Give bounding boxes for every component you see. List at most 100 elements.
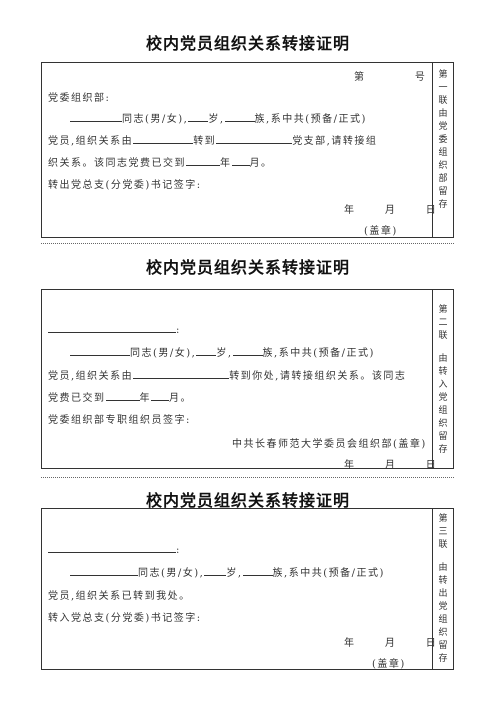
section1-title: 校内党员组织关系转接证明 [145, 34, 350, 53]
section2-line1: 同志(男/女), 岁, 族,系中共(预备/正式) [70, 344, 375, 359]
section3-title: 校内党员组织关系转接证明 [145, 491, 350, 510]
stub-di: 第 [438, 514, 448, 524]
name-field[interactable] [70, 110, 122, 122]
sign-label: 转出党总支(分党委)书记签字: [48, 180, 202, 191]
org-name-text: 中共长春师范大学委员会组织部(盖章) [232, 439, 427, 450]
section2-sign: 党委组织部专职组织员签字: [48, 411, 191, 426]
age-field[interactable] [188, 110, 209, 122]
section1-stub: 第 一 联 由党委组织部留存 [432, 63, 453, 237]
tongzhi-text: 同志(男/女), [138, 568, 205, 579]
dues-year-field[interactable] [186, 154, 220, 166]
section2-title: 校内党员组织关系转接证明 [145, 258, 350, 277]
section1-date: 年 月 日 [344, 201, 437, 216]
date-day: 日 [425, 460, 438, 471]
stub-lian: 联 [438, 96, 448, 106]
date-month: 月 [384, 205, 397, 216]
name-field[interactable] [70, 564, 138, 576]
section1-number-line: 第 号 [354, 68, 426, 83]
stub-lian: 联 [438, 540, 448, 550]
section3-stub: 第 三 联 由转出党组织留存 [432, 509, 453, 669]
section3-line2: 党员,组织关系已转到我处。 [48, 587, 191, 602]
sign-label: 党委组织部专职组织员签字: [48, 415, 191, 426]
addressee-field[interactable] [48, 541, 176, 553]
from-org-field[interactable] [133, 367, 230, 379]
yue-text: 月。 [249, 158, 273, 169]
zhuandao-text: 转到 [193, 136, 217, 147]
stub-number: 二 [438, 318, 448, 328]
stub-number: 三 [438, 527, 448, 537]
section3-date: 年 月 日 [344, 634, 437, 649]
addressee-text: 党委组织部: [48, 93, 111, 104]
section1-sign: 转出党总支(分党委)书记签字: [48, 176, 202, 191]
party-status-text: 族,系中共(预备/正式) [262, 348, 375, 359]
party-status-text: 族,系中共(预备/正式) [272, 568, 385, 579]
section2-date: 年 月 日 [344, 456, 437, 471]
branch-text: 党支部,请转接组 [292, 136, 378, 147]
section2-line3: 党费已交到年月。 [48, 389, 192, 404]
section3-seal: (盖章) [372, 655, 406, 670]
section1-addressee: 党委组织部: [48, 89, 110, 104]
section3-sign: 转入党总支(分党委)书记签字: [48, 609, 202, 624]
sui-text: 岁, [216, 348, 233, 359]
stub-di: 第 [438, 70, 448, 80]
ethnicity-field[interactable] [232, 344, 263, 356]
age-field[interactable] [196, 344, 217, 356]
stub-keeper: 由转出党组织留存 [438, 563, 448, 664]
date-year: 年 [344, 460, 356, 471]
stub-lian: 联 [438, 331, 448, 341]
date-day: 日 [425, 638, 438, 649]
section1-body: 第 号 党委组织部: 同志(男/女), 岁, 族,系中共(预备/正式) 党员,组织关… [42, 63, 437, 237]
section1-line2: 党员,组织关系由 转到 党支部,请转接组 [48, 132, 377, 147]
nian-text: 年 [220, 158, 232, 169]
relation-from-text: 党员,组织关系由 [48, 136, 134, 147]
sui-text: 岁, [208, 114, 225, 125]
tongzhi-text: 同志(男/女), [130, 348, 197, 359]
section2-form: : 同志(男/女), 岁, 族,系中共(预备/正式) 党员,组织关系由 转到你处,请转… [41, 289, 454, 471]
number-di: 第 [354, 72, 366, 83]
date-month: 月 [384, 638, 397, 649]
ethnicity-field[interactable] [242, 564, 273, 576]
dues-month-field[interactable] [231, 154, 250, 166]
ethnicity-field[interactable] [224, 110, 255, 122]
date-month: 月 [384, 460, 397, 471]
colon-text: : [176, 325, 181, 336]
seal-text: (盖章) [372, 659, 406, 670]
dues-text: 织关系。该同志党费已交到 [48, 158, 186, 169]
colon-text: : [176, 545, 181, 556]
section2-body: : 同志(男/女), 岁, 族,系中共(预备/正式) 党员,组织关系由 转到你处,请转… [42, 290, 437, 471]
dues-year-field[interactable] [105, 389, 140, 401]
seal-text: (盖章) [364, 226, 398, 237]
transferred-text: 党员,组织关系已转到我处。 [48, 591, 191, 602]
section1-seal: (盖章) [364, 222, 398, 237]
tongzhi-text: 同志(男/女), [122, 114, 189, 125]
yue-text: 月。 [169, 393, 192, 404]
party-status-text: 族,系中共(预备/正式) [254, 114, 367, 125]
from-org-field[interactable] [133, 132, 194, 144]
transfer-text: 转到你处,请转接组织关系。该同志 [229, 371, 407, 382]
section2-cut-line [41, 477, 454, 478]
date-year: 年 [344, 638, 356, 649]
section1-form: 第 号 党委组织部: 同志(男/女), 岁, 族,系中共(预备/正式) 党员,组织关… [41, 62, 454, 238]
nian-text: 年 [139, 393, 151, 404]
date-year: 年 [344, 205, 356, 216]
to-org-field[interactable] [216, 132, 293, 144]
section2-addressee: : [48, 321, 181, 336]
section3-addressee: : [48, 541, 181, 556]
section3-form: : 同志(男/女),岁,族,系中共(预备/正式) 党员,组织关系已转到我处。 转… [41, 508, 454, 670]
stub-keeper: 由转入党组织留存 [438, 354, 448, 455]
section2-line2: 党员,组织关系由 转到你处,请转接组织关系。该同志 [48, 367, 406, 382]
stub-number: 一 [438, 83, 448, 93]
addressee-field[interactable] [48, 321, 176, 333]
section2-stub: 第 二 联 由转入党组织留存 [432, 290, 453, 468]
age-field[interactable] [204, 564, 227, 576]
section2-org: 中共长春师范大学委员会组织部(盖章) [232, 435, 427, 450]
section1-line1: 同志(男/女), 岁, 族,系中共(预备/正式) [70, 110, 367, 125]
number-field[interactable] [370, 69, 410, 80]
section3-body: : 同志(男/女),岁,族,系中共(预备/正式) 党员,组织关系已转到我处。 转… [42, 509, 437, 670]
sign-label: 转入党总支(分党委)书记签字: [48, 613, 202, 624]
relation-from-text: 党员,组织关系由 [48, 371, 134, 382]
date-day: 日 [425, 205, 438, 216]
number-hao: 号 [414, 72, 427, 83]
dues-month-field[interactable] [151, 389, 169, 401]
name-field[interactable] [70, 344, 130, 356]
